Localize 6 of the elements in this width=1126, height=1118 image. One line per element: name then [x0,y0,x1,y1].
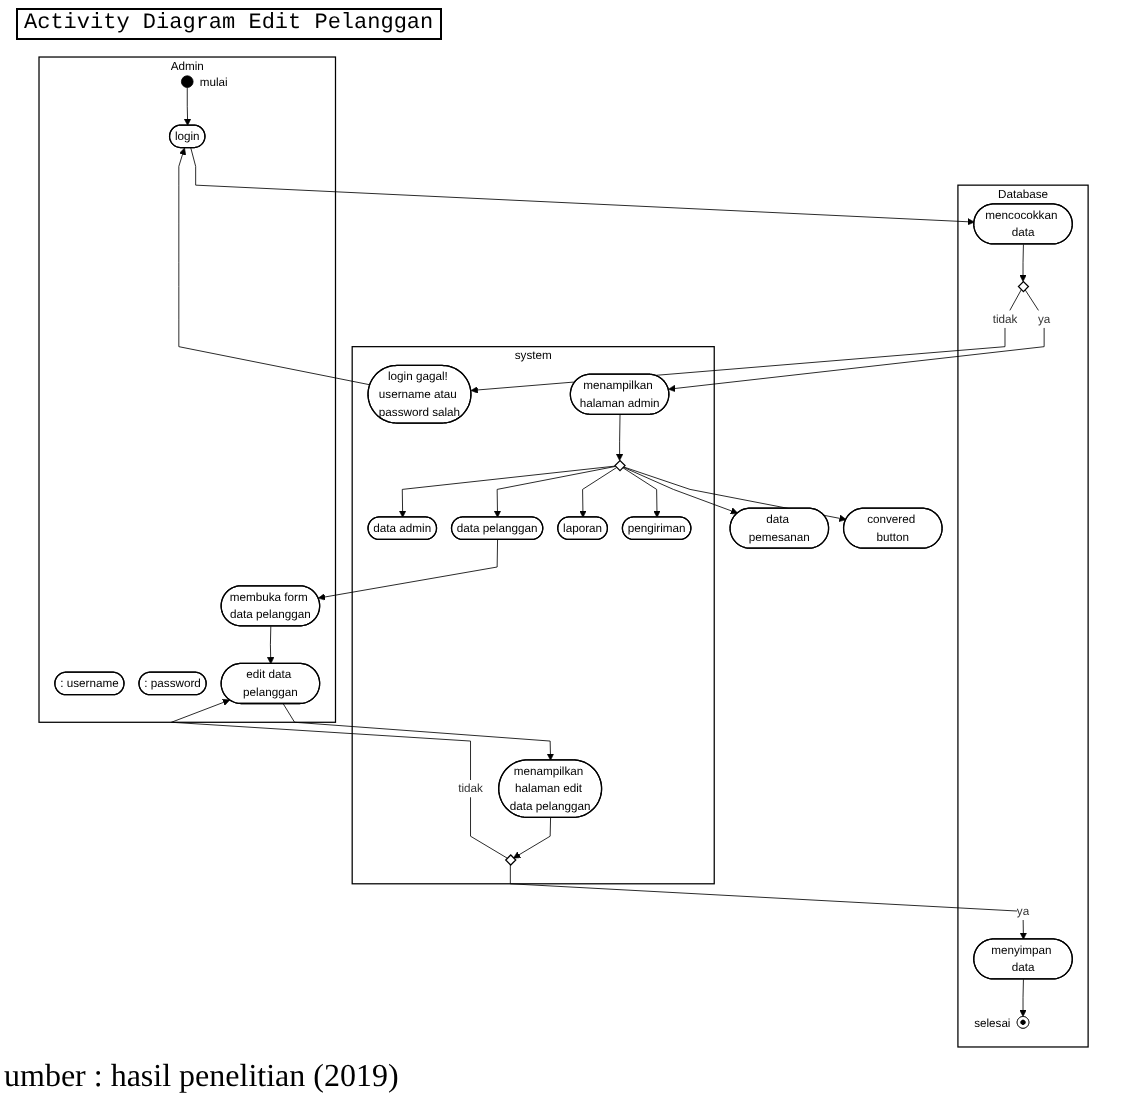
node-diamond [504,854,517,866]
diagram-title: Activity Diagram Edit Pelanggan [16,8,442,40]
caption: umber : hasil penelitian (2019) [4,1060,399,1096]
node-circle [180,75,193,88]
node-diamond [1017,280,1029,293]
node-diamond [613,459,626,472]
